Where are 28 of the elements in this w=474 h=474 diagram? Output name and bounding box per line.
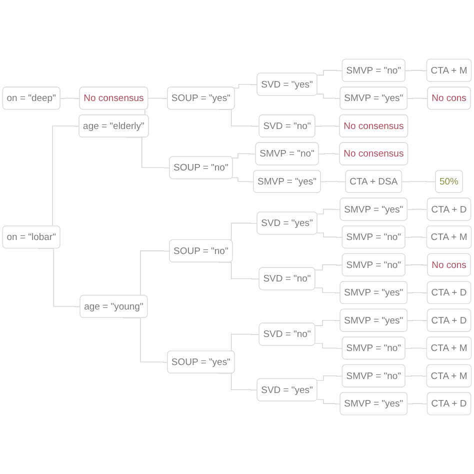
- connector: [316, 399, 341, 404]
- connector: [316, 376, 343, 381]
- connector: [316, 208, 341, 214]
- connector: [314, 343, 343, 349]
- connector: [405, 376, 428, 377]
- connector: [232, 153, 256, 158]
- connector: [233, 84, 258, 88]
- connector: [405, 264, 428, 266]
- connector: [407, 292, 428, 294]
- connector: [60, 98, 80, 99]
- connector: [314, 264, 343, 270]
- connector: [405, 348, 428, 349]
- connector: [407, 98, 428, 99]
- connector: [316, 94, 341, 99]
- connector: [407, 403, 428, 404]
- connector: [405, 236, 428, 238]
- connector: [402, 181, 436, 182]
- connector: [318, 153, 340, 154]
- connector: [232, 177, 254, 182]
- connector: [407, 320, 428, 321]
- connector: [314, 288, 341, 294]
- connector: [316, 70, 343, 76]
- connector: [407, 208, 428, 210]
- connector: [405, 70, 428, 72]
- connector: [320, 181, 346, 182]
- connector: [314, 320, 341, 326]
- connector: [314, 126, 340, 127]
- connector: [316, 232, 343, 238]
